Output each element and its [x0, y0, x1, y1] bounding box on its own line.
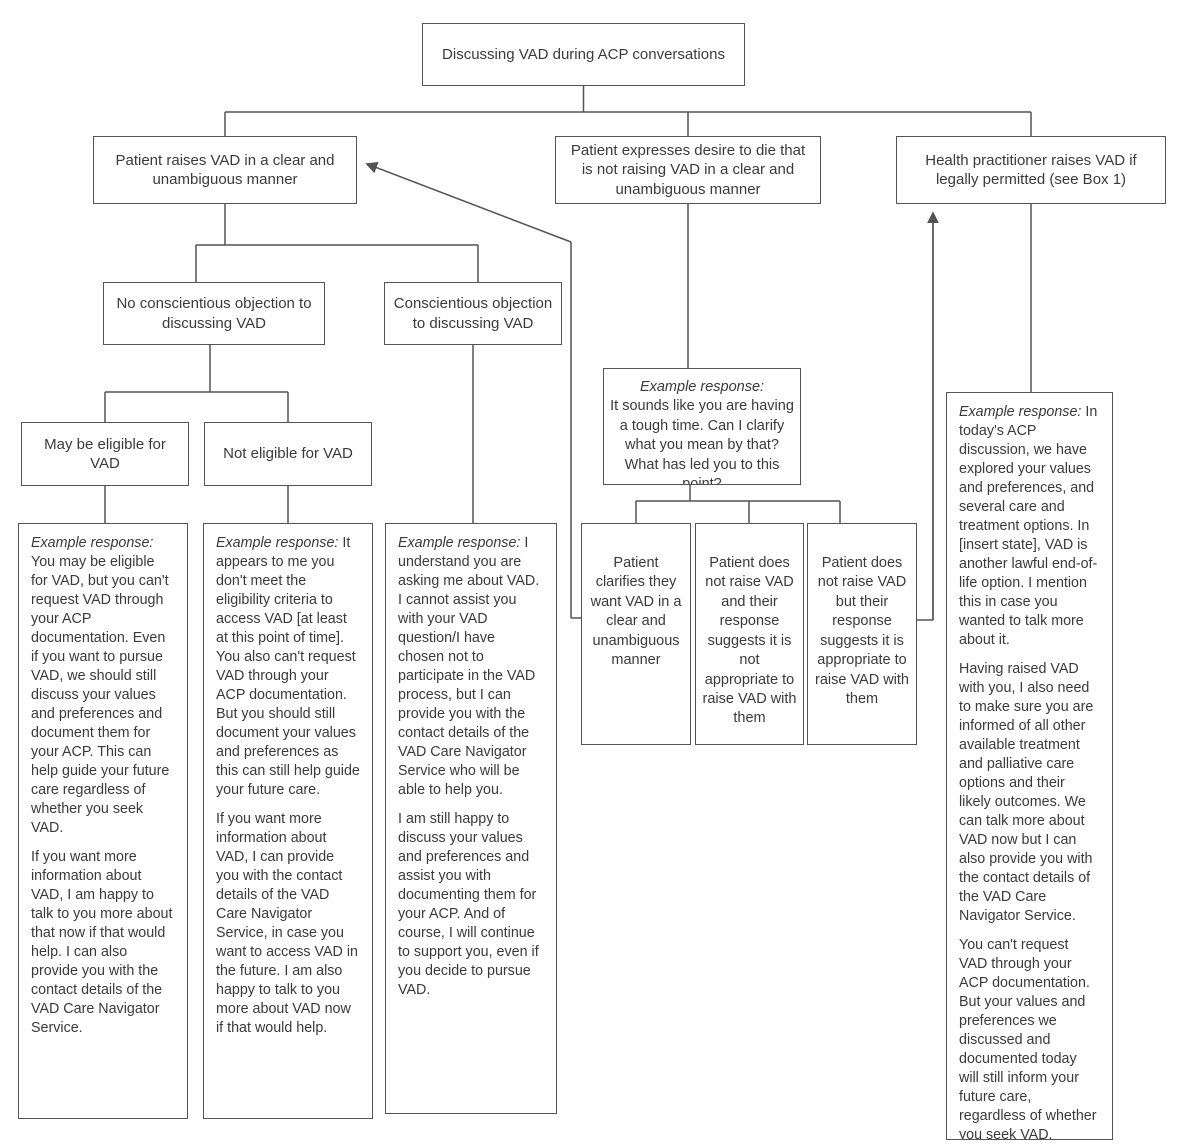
node-not-eligible: Not eligible for VAD: [204, 422, 372, 486]
node-conscientious-objection: Conscientious objection to discussing VA…: [384, 282, 562, 345]
node-label: Not eligible for VAD: [223, 445, 353, 463]
example-response-label: Example response:: [639, 379, 765, 395]
node-label: Patient does not raise VAD and their res…: [702, 555, 797, 727]
node-patient-expresses-desire: Patient expresses desire to die that is …: [555, 136, 821, 204]
paragraph-text: I am still happy to discuss your values …: [398, 811, 539, 998]
node-practitioner-raises-vad: Health practitioner raises VAD if legall…: [896, 136, 1166, 204]
paragraph: Example response: You may be eligible fo…: [31, 534, 175, 838]
node-example-conscientious-objection: Example response: I understand you are a…: [385, 523, 557, 1114]
node-label: Conscientious objection to discussing VA…: [393, 295, 553, 332]
node-example-not-eligible: Example response: It appears to me you d…: [203, 523, 373, 1119]
paragraph-text: Having raised VAD with you, I also need …: [959, 661, 1094, 924]
node-example-practitioner: Example response: In today's ACP discuss…: [946, 392, 1113, 1140]
node-label: Discussing VAD during ACP conversations: [442, 45, 725, 63]
paragraph: I am still happy to discuss your values …: [398, 810, 544, 1000]
node-label: Patient expresses desire to die that is …: [570, 142, 806, 198]
node-patient-clarifies-vad: Patient clarifies they want VAD in a cle…: [581, 523, 691, 745]
node-example-may-eligible: Example response: You may be eligible fo…: [18, 523, 188, 1119]
example-response-label: Example response:: [398, 535, 521, 551]
paragraph-text: You may be eligible for VAD, but you can…: [31, 554, 170, 836]
example-response-label: Example response:: [959, 404, 1082, 420]
paragraph: You can't request VAD through your ACP d…: [959, 936, 1100, 1140]
paragraph-text: It sounds like you are having a tough ti…: [610, 398, 794, 485]
node-label: Health practitioner raises VAD if legall…: [925, 151, 1137, 188]
paragraph: If you want more information about VAD, …: [216, 810, 360, 1038]
node-no-conscientious-objection: No conscientious objection to discussing…: [103, 282, 325, 345]
node-not-raise-not-appropriate: Patient does not raise VAD and their res…: [695, 523, 804, 745]
paragraph: Example response: I understand you are a…: [398, 534, 544, 800]
paragraph-text: I understand you are asking me about VAD…: [398, 535, 540, 798]
paragraph: If you want more information about VAD, …: [31, 848, 175, 1038]
node-patient-raises-vad: Patient raises VAD in a clear and unambi…: [93, 136, 357, 204]
paragraph: Example response: In today's ACP discuss…: [959, 403, 1100, 650]
node-discussing-vad-title: Discussing VAD during ACP conversations: [422, 23, 745, 86]
node-label: Patient does not raise VAD but their res…: [814, 555, 909, 707]
node-clarify-example-response: Example response: It sounds like you are…: [603, 368, 801, 485]
node-label: May be eligible for VAD: [44, 435, 166, 472]
node-label: No conscientious objection to discussing…: [116, 295, 312, 332]
paragraph: Having raised VAD with you, I also need …: [959, 660, 1100, 926]
paragraph-text: You can't request VAD through your ACP d…: [959, 937, 1097, 1140]
paragraph-text: If you want more information about VAD, …: [216, 811, 358, 1036]
node-may-be-eligible: May be eligible for VAD: [21, 422, 189, 486]
example-response-label: Example response:: [216, 535, 339, 551]
paragraph-text: It appears to me you don't meet the elig…: [216, 535, 360, 798]
paragraph: Example response: It appears to me you d…: [216, 534, 360, 800]
node-label: Patient clarifies they want VAD in a cle…: [590, 555, 682, 669]
example-response-label: Example response:: [31, 535, 154, 551]
node-not-raise-appropriate: Patient does not raise VAD but their res…: [807, 523, 917, 745]
paragraph-text: In today's ACP discussion, we have explo…: [959, 404, 1098, 648]
paragraph-text: If you want more information about VAD, …: [31, 849, 173, 1036]
node-label: Patient raises VAD in a clear and unambi…: [115, 151, 335, 188]
